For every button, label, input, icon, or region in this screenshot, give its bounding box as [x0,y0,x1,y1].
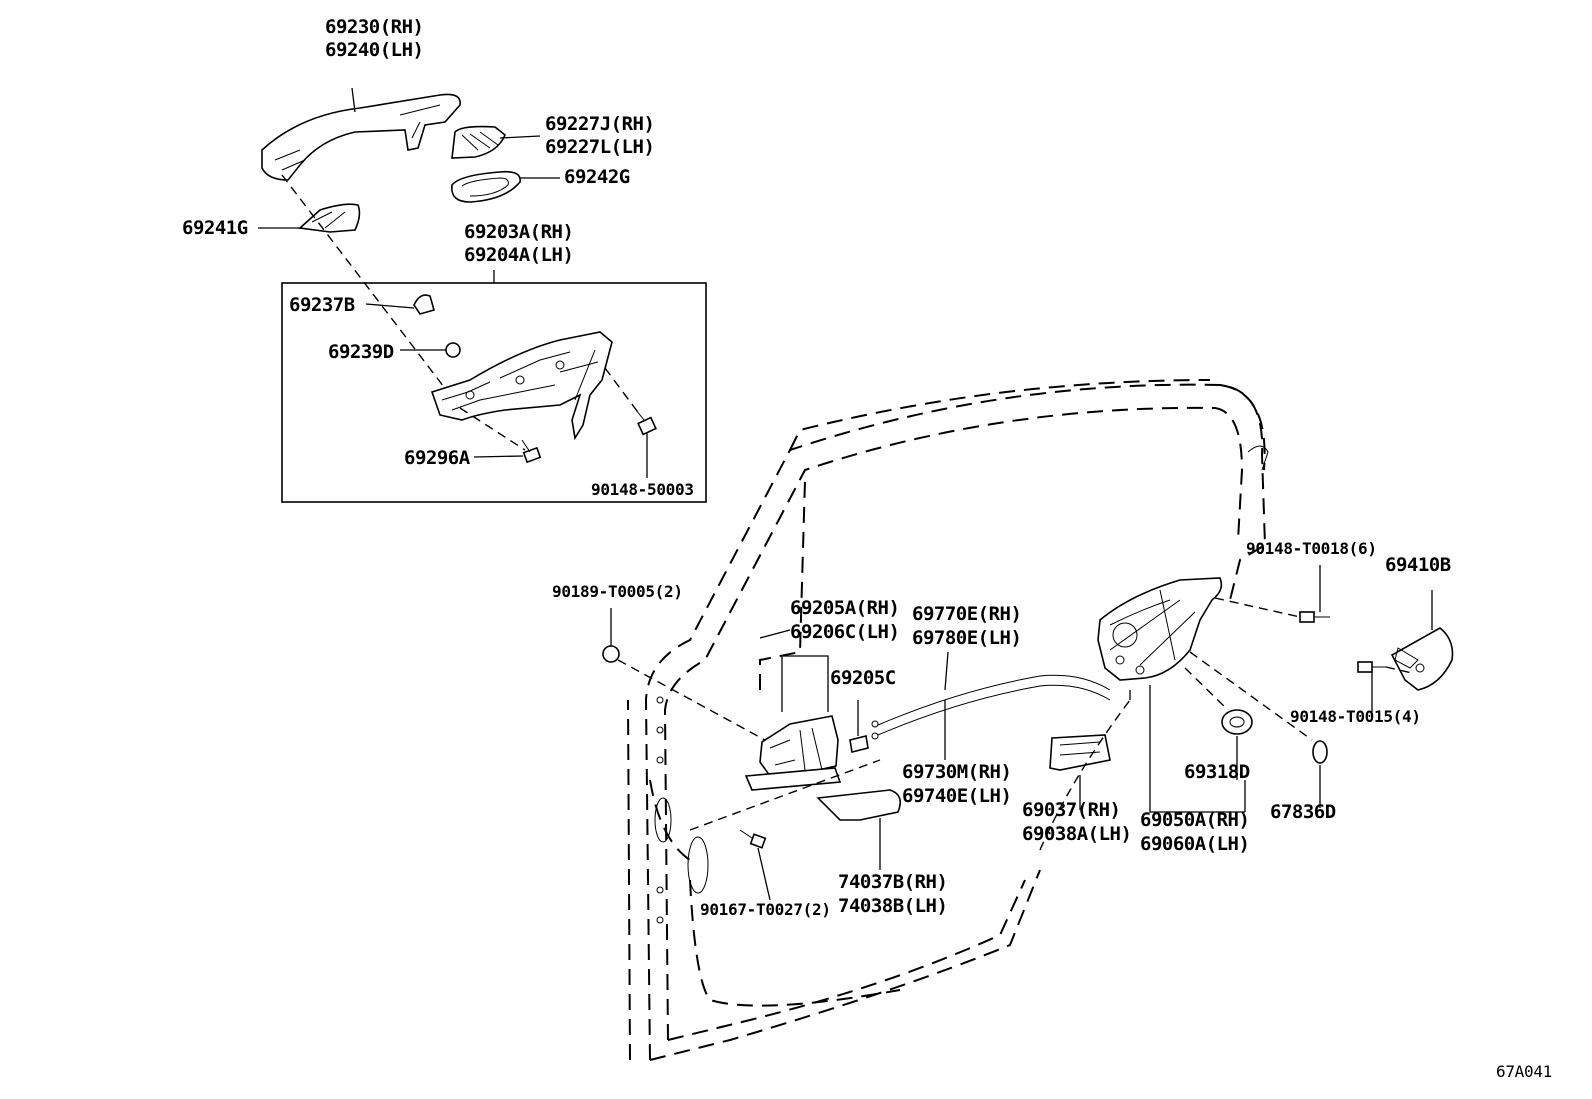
handle-cover [451,125,541,159]
label-90167: 90167-T0027(2) [700,900,831,919]
assembly-axis-1 [281,174,461,409]
assembly-axis-3 [604,367,641,416]
frame-clip [365,294,435,315]
label-69240: 69240(LH) [325,39,424,61]
label-69730M: 69730M(RH) [902,761,1012,783]
label-90189: 90189-T0005(2) [552,582,683,601]
inside-handle-pad [816,789,901,870]
label-69770E: 69770E(RH) [912,603,1022,625]
label-69050A: 69050A(RH) [1140,809,1250,831]
label-74038B: 74038B(LH) [838,895,948,917]
rear-door-outline [627,379,1267,1061]
label-69227L: 69227L(LH) [545,136,655,158]
frame-cushion [400,342,461,358]
hole-plug [602,608,620,663]
label-69205C: 69205C [830,667,896,689]
grommet [1312,740,1328,808]
assembly-axis-5 [689,759,881,831]
label-90148-T0018: 90148-T0018(6) [1246,539,1377,558]
label-69410B: 69410B [1385,554,1451,576]
outside-handle [261,87,461,181]
label-90148-50003: 90148-50003 [591,480,694,499]
handle-frame [430,331,613,441]
inside-handle-bezel-clip [849,700,869,753]
label-69206C: 69206C(LH) [790,621,900,643]
assembly-axis-7 [1184,667,1229,711]
assembly-axis-8 [1189,651,1313,741]
assembly-axis-10 [1385,666,1413,674]
label-69205A: 69205A(RH) [790,597,900,619]
handle-screw [739,829,771,901]
label-69204A: 69204A(LH) [464,244,574,266]
inside-handle [744,629,842,791]
door-frame-details [654,445,1269,924]
label-90148-T0015: 90148-T0015(4) [1290,707,1421,726]
label-74037B: 74037B(RH) [838,871,948,893]
label-69318D: 69318D [1184,761,1250,783]
door-lock-assembly [1097,577,1246,813]
assembly-axis-2 [459,407,526,451]
label-69237B: 69237B [289,294,355,316]
label-69203A: 69203A(RH) [464,221,574,243]
assembly-axis-6 [1039,699,1131,851]
frame-screw [635,409,657,478]
label-69230: 69230(RH) [325,16,424,38]
diagram-id: 67A041 [1496,1062,1552,1081]
handle-pad [451,170,560,203]
label-69060A: 69060A(LH) [1140,833,1250,855]
handle-pad-lower [258,203,361,233]
label-67836D: 67836D [1270,801,1336,823]
assembly-axis-9 [1214,597,1301,618]
door-striker [1390,590,1454,691]
label-69740E: 69740E(LH) [902,785,1012,807]
label-69227J: 69227J(RH) [545,113,655,135]
frame-subassembly-box [281,270,707,503]
label-69242G: 69242G [564,166,630,188]
label-69038A: 69038A(LH) [1022,823,1132,845]
striker-screw [1357,661,1386,712]
label-69296A: 69296A [404,447,470,469]
lock-gasket [1221,709,1253,780]
label-69037: 69037(RH) [1022,799,1121,821]
lock-screw [1299,565,1330,623]
assembly-axis-4 [617,659,766,741]
lock-control-unit [1049,734,1111,810]
frame-bolt [473,439,542,464]
lock-cables [871,651,1111,760]
label-69239D: 69239D [328,341,394,363]
label-69780E: 69780E(LH) [912,627,1022,649]
label-69241G: 69241G [182,217,248,239]
